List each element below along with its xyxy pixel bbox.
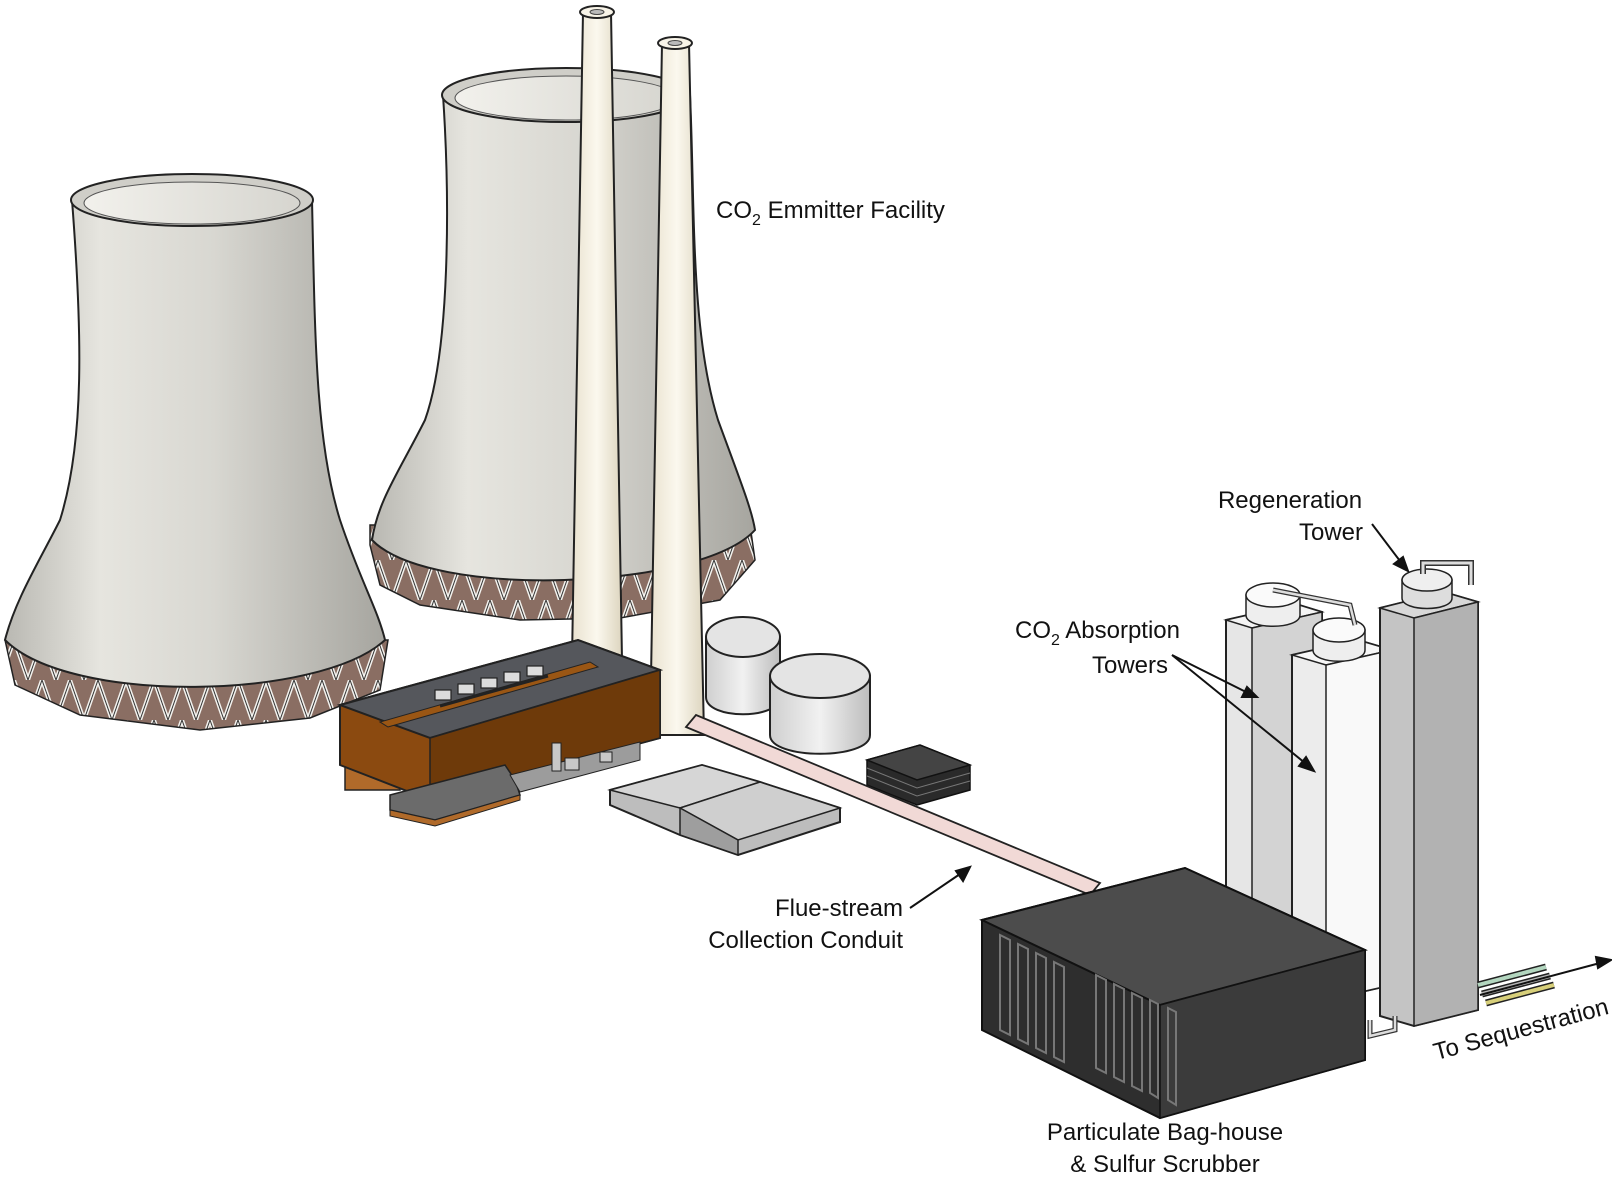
label-emitter-rest: Emmitter Facility bbox=[760, 197, 945, 224]
arrow-sequestration bbox=[1479, 962, 1601, 996]
label-emitter-subscript: 2 bbox=[752, 212, 761, 229]
power-plant-building bbox=[336, 638, 664, 827]
cooling-tower-left bbox=[3, 173, 389, 731]
bag-house-vents-right bbox=[1095, 973, 1177, 1107]
flue-stream-conduit bbox=[684, 713, 1102, 897]
arrow-absorption-2 bbox=[1171, 654, 1306, 764]
label-absorption-towers: CO2 Absorption Towers bbox=[980, 615, 1180, 682]
label-regeneration-line2: Tower bbox=[1298, 519, 1363, 546]
label-bag-house: Particulate Bag-house & Sulfur Scrubber bbox=[1020, 1117, 1310, 1181]
arrow-absorption-1 bbox=[1171, 654, 1247, 693]
label-baghouse-line2: & Sulfur Scrubber bbox=[1070, 1151, 1260, 1178]
regeneration-tower bbox=[1377, 560, 1481, 1028]
arrow-regeneration bbox=[1371, 523, 1401, 562]
label-baghouse-line1: Particulate Bag-house bbox=[1046, 1119, 1284, 1146]
storage-tank-back bbox=[705, 616, 781, 716]
stacked-plates bbox=[864, 744, 973, 806]
label-regeneration-tower: Regeneration Tower bbox=[1205, 485, 1375, 549]
label-absorption-line2: Towers bbox=[1091, 652, 1168, 679]
label-flue-line1: Flue-stream bbox=[774, 895, 903, 922]
arrow-flue bbox=[909, 873, 961, 909]
label-emitter-prefix: CO bbox=[716, 197, 752, 224]
label-regeneration-line1: Regeneration bbox=[1217, 487, 1363, 514]
storage-tank-front bbox=[769, 653, 871, 755]
label-absorption-subscript: 2 bbox=[1051, 632, 1060, 649]
bag-house-vents-left bbox=[999, 933, 1065, 1064]
loading-structure bbox=[607, 763, 843, 857]
callout-arrows bbox=[909, 523, 1612, 996]
roof-vents bbox=[434, 665, 549, 708]
label-absorption-rest: Absorption bbox=[1059, 617, 1180, 644]
bag-house-scrubber bbox=[979, 866, 1368, 1120]
label-flue-line2: Collection Conduit bbox=[708, 927, 903, 954]
label-absorption-prefix: CO bbox=[1015, 617, 1051, 644]
connecting-pipes bbox=[1272, 587, 1398, 1040]
label-emitter-facility: CO2 Emmitter Facility bbox=[716, 195, 945, 230]
label-flue-stream: Flue-stream Collection Conduit bbox=[660, 893, 903, 957]
